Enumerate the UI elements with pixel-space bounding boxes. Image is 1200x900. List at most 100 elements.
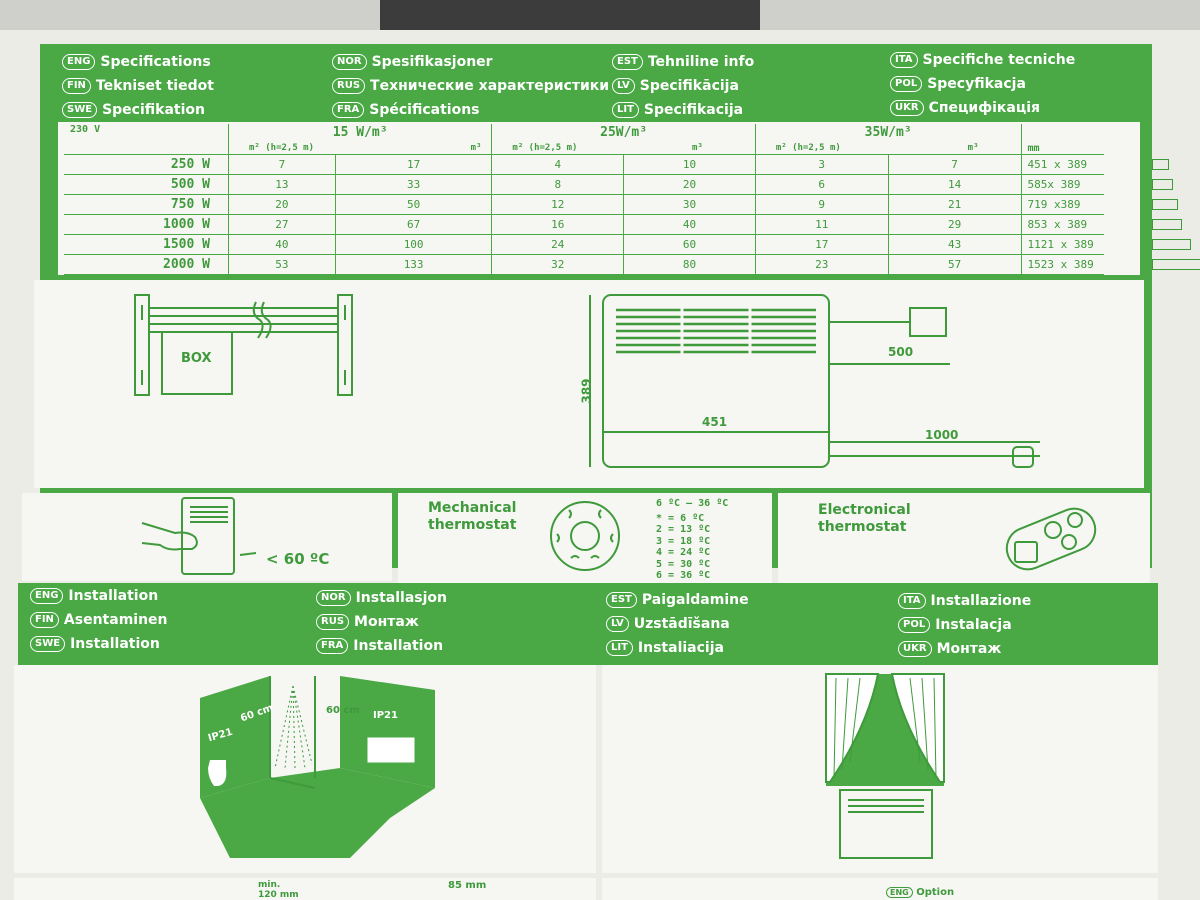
lang-label: Tehniline info — [647, 54, 755, 70]
value-cell: 14 — [887, 174, 1021, 195]
box-label: BOX — [181, 351, 212, 366]
value-cell: 43 — [887, 234, 1021, 255]
dial-setting: 6 = 36 ºC — [656, 570, 711, 581]
dial-setting: * = 6 ºC — [656, 512, 705, 524]
install-header-band — [18, 583, 1158, 665]
temp-range: 6 ºC – 36 ºC — [656, 498, 729, 509]
value-cell: 10 — [623, 154, 756, 175]
thermostat-dial-icon — [550, 501, 620, 571]
value-cell: 27 — [228, 214, 336, 235]
mounting-bracket-diagram — [134, 294, 353, 396]
power-cell: 750 W — [64, 194, 229, 215]
min-clearance: min. 120 mm — [258, 880, 299, 900]
value-cell: 23 — [754, 254, 889, 275]
value-cell: 4 — [491, 154, 624, 175]
lang-code: NOR — [316, 590, 351, 606]
lang-label: Spesifikasjoner — [371, 54, 493, 70]
lang-code: EST — [612, 54, 643, 70]
size-value: 451 x 389 — [1027, 158, 1088, 171]
value-cell: 100 — [334, 234, 492, 255]
electronic-title: Electronical thermostat — [818, 502, 911, 536]
bottom-panel-left — [14, 878, 596, 900]
group-label: 25W/m³ — [600, 125, 648, 140]
lang-code: FIN — [62, 78, 91, 94]
size-value: 719 x389 — [1027, 198, 1081, 211]
size-cell: 1523 x 389 — [1020, 254, 1200, 275]
value-cell: 67 — [334, 214, 492, 235]
lang-code: LV — [606, 616, 629, 632]
size-cell: 853 x 389 — [1020, 214, 1182, 235]
heater-size-icon — [1151, 219, 1182, 230]
size-label: mm — [1027, 143, 1040, 154]
heater-size-icon — [1151, 199, 1178, 210]
cable-length-short: 500 — [888, 345, 914, 359]
option-label: ENG Option — [886, 887, 954, 898]
size-cell: 585x 389 — [1020, 174, 1173, 195]
mechanical-thermostat-panel — [398, 493, 772, 583]
value-cell: 9 — [754, 194, 889, 215]
lang-code: SWE — [62, 102, 98, 118]
lang-label: Specifikation — [102, 102, 205, 118]
lang-code: ENG — [62, 54, 96, 70]
width-dimension: 451 — [702, 415, 728, 429]
lang-label: Paigaldamine — [641, 592, 749, 608]
area-label: m² (h=2,5 m) — [512, 143, 578, 153]
lang-label: Instalacja — [935, 617, 1012, 633]
lang-label: Installasjon — [355, 590, 447, 606]
value-cell: 21 — [887, 194, 1021, 215]
value-cell: 20 — [623, 174, 756, 195]
value-cell: 133 — [334, 254, 492, 275]
lang-label: Installation — [70, 636, 160, 652]
mechanical-settings: 6 ºC – 36 ºC * = 6 ºC 2 = 13 ºC 3 = 18 º… — [656, 498, 728, 582]
lang-code: UKR — [898, 641, 932, 657]
lang-label: Монтаж — [354, 614, 419, 630]
cable-length-long: 1000 — [925, 428, 959, 442]
electronic-thermostat-panel — [778, 493, 1150, 583]
lang-label: Specifiche tecniche — [922, 52, 1076, 68]
lang-code: FRA — [316, 638, 349, 654]
size-cell: 719 x389 — [1020, 194, 1178, 215]
title-line: Mechanical — [428, 500, 517, 516]
value-cell: 24 — [491, 234, 624, 255]
lang-label: Option — [916, 887, 955, 898]
lang-code: FRA — [332, 102, 365, 118]
title-line: thermostat — [428, 517, 517, 533]
lang-code: RUS — [332, 78, 366, 94]
value-cell: 17 — [754, 234, 889, 255]
dial-setting: 4 = 24 ºC — [656, 547, 711, 558]
heater-size-icon — [1151, 259, 1200, 270]
value-cell: 7 — [228, 154, 336, 175]
curtain-heater-diagram — [825, 673, 945, 859]
hand-touch-icon — [141, 497, 257, 575]
heater-size-icon — [1151, 179, 1173, 190]
background-object — [380, 0, 760, 30]
lang-label: Asentaminen — [63, 612, 168, 628]
value-cell: 17 — [334, 154, 492, 175]
size-value: 585x 389 — [1027, 178, 1081, 191]
lang-code: LIT — [612, 102, 639, 118]
power-cell: 500 W — [64, 174, 229, 195]
dial-setting: 3 = 18 ºC — [656, 535, 711, 547]
heater-size-icon — [1151, 239, 1191, 250]
value-cell: 6 — [754, 174, 889, 195]
electronic-thermostat-icon — [1005, 507, 1097, 571]
